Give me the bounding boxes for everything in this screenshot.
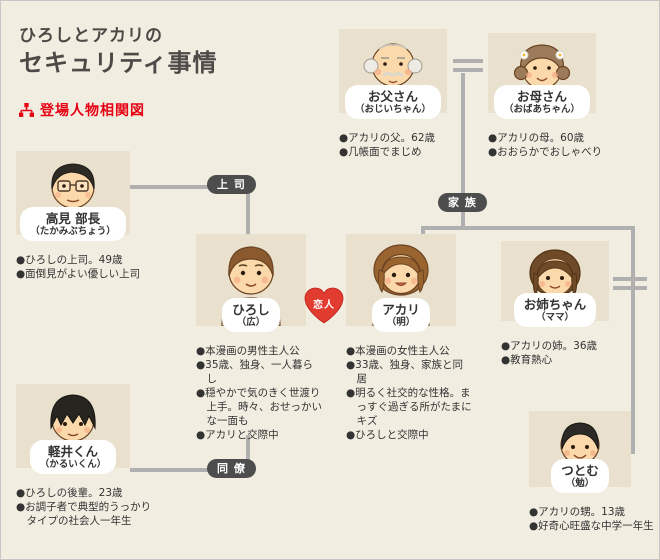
boss-connector-horizontal xyxy=(130,185,250,189)
description-line: ●お調子者で典型的うっかりタイプの社会人一年生 xyxy=(16,500,152,527)
akari-name-pill: アカリ （明） xyxy=(372,298,430,332)
character-akari: アカリ （明） ●本漫画の女性主人公 ●33歳、独身、家族と同居 ●明るく社交的… xyxy=(346,234,472,443)
karui-reading: （かるいくん） xyxy=(39,459,107,470)
description-line: ●穏やかで気のきく世渡り上手。時々、おせっかいな一面も xyxy=(196,386,322,427)
right-family-vertical xyxy=(631,226,635,454)
family-connector-horizontal xyxy=(421,226,635,230)
description-line: ●面倒見がよい優しい上司 xyxy=(16,267,141,280)
character-hiroshi: ひろし （広） ●本漫画の男性主人公 ●35歳、独身、一人暮らし ●穏やかで気の… xyxy=(196,234,322,443)
description-line: ●明るく社交的な性格。まっすぐ過ぎる所がたまにキズ xyxy=(346,386,472,427)
hiroshi-name-pill: ひろし （広） xyxy=(222,298,280,332)
takami-description: ●ひろしの上司。49歳 ●面倒見がよい優しい上司 xyxy=(16,254,150,282)
character-takami: 高見 部長 （たかみぶちょう） ●ひろしの上司。49歳 ●面倒見がよい優しい上司 xyxy=(16,151,150,282)
description-line: ●本漫画の女性主人公 xyxy=(346,344,450,357)
character-father: お父さん （おじいちゃん） ●アカリの父。62歳 ●几帳面でまじめ xyxy=(339,29,469,160)
mother-reading: （おばあちゃん） xyxy=(503,104,580,115)
akari-description: ●本漫画の女性主人公 ●33歳、独身、家族と同居 ●明るく社交的な性格。まっすぐ… xyxy=(346,345,472,443)
description-line: ●アカリの母。60歳 xyxy=(488,131,585,144)
sister-description: ●アカリの姉。36歳 ●教育熱心 xyxy=(501,340,629,368)
father-name: お父さん xyxy=(367,89,418,104)
colleague-connector-vertical xyxy=(246,435,250,471)
akari-reading: （明） xyxy=(386,317,416,328)
sister-marriage-bar-top xyxy=(613,277,647,281)
father-reading: （おじいちゃん） xyxy=(354,104,431,115)
sister-name-pill: お姉ちゃん （ママ） xyxy=(513,293,597,327)
karui-description: ●ひろしの後輩。23歳 ●お調子者で典型的うっかりタイプの社会人一年生 xyxy=(16,487,156,529)
sister-marriage-bar-bottom xyxy=(613,286,647,290)
section-label: 登場人物相関図 xyxy=(40,103,145,119)
takami-reading: （たかみぶちょう） xyxy=(30,226,116,237)
karui-name: 軽井くん xyxy=(47,444,98,459)
akari-family-drop xyxy=(421,227,425,236)
description-line: ●ひろしの後輩。23歳 xyxy=(16,486,123,499)
tsutomu-name: つとむ xyxy=(561,463,599,478)
mother-name: お母さん xyxy=(516,89,567,104)
tsutomu-avatar xyxy=(529,411,631,487)
takami-name: 高見 部長 xyxy=(45,211,101,226)
tsutomu-description: ●アカリの甥。13歳 ●好奇心旺盛な中学一年生 xyxy=(529,505,659,534)
mother-description: ●アカリの母。60歳 ●おおらかでおしゃべり xyxy=(488,132,618,160)
description-line: ●35歳、独身、一人暮らし xyxy=(196,358,314,385)
hiroshi-description: ●本漫画の男性主人公 ●35歳、独身、一人暮らし ●穏やかで気のきく世渡り上手。… xyxy=(196,345,322,443)
sister-name: お姉ちゃん xyxy=(523,297,587,312)
colleague-connector-horizontal xyxy=(130,468,250,472)
section-heading: 登場人物相関図 xyxy=(19,100,145,120)
description-line: ●おおらかでおしゃべり xyxy=(488,145,603,158)
takami-name-pill: 高見 部長 （たかみぶちょう） xyxy=(20,207,126,241)
karui-name-pill: 軽井くん （かるいくん） xyxy=(29,440,117,474)
description-line: ●ひろしと交際中 xyxy=(346,428,429,441)
father-name-pill: お父さん （おじいちゃん） xyxy=(344,85,441,119)
parents-marriage-bar-top xyxy=(453,59,483,63)
lovers-label: 恋人 xyxy=(313,300,335,311)
description-line: ●アカリの父。62歳 xyxy=(339,131,436,144)
heart-icon xyxy=(304,287,344,324)
tsutomu-name-pill: つとむ （勉） xyxy=(551,459,609,493)
tsutomu-reading: （勉） xyxy=(565,478,595,489)
description-line: ●33歳、独身、家族と同居 xyxy=(346,358,464,385)
description-line: ●本漫画の男性主人公 xyxy=(196,344,300,357)
relationship-badge-family: 家 族 xyxy=(438,193,487,212)
father-description: ●アカリの父。62歳 ●几帳面でまじめ xyxy=(339,132,469,160)
character-tsutomu: つとむ （勉） ●アカリの甥。13歳 ●好奇心旺盛な中学一年生 xyxy=(529,411,659,534)
page-title-line2: セキュリティ事情 xyxy=(19,49,218,77)
boss-connector-vertical xyxy=(246,185,250,234)
description-line: ●アカリの甥。13歳 xyxy=(529,505,626,518)
description-line: ●アカリの姉。36歳 xyxy=(501,339,598,352)
character-karui: 軽井くん （かるいくん） ●ひろしの後輩。23歳 ●お調子者で典型的うっかりタイ… xyxy=(16,384,156,529)
hiroshi-name: ひろし xyxy=(232,302,270,317)
description-line: ●ひろしの上司。49歳 xyxy=(16,253,123,266)
hiroshi-reading: （広） xyxy=(236,317,266,328)
relationship-badge-colleague: 同 僚 xyxy=(207,459,256,478)
lovers-heart-badge: 恋人 xyxy=(303,287,345,325)
description-line: ●几帳面でまじめ xyxy=(339,145,422,158)
page-title-line1: ひろしとアカリの xyxy=(19,26,163,46)
parents-marriage-bar-bottom xyxy=(453,68,483,72)
character-sister: お姉ちゃん （ママ） ●アカリの姉。36歳 ●教育熱心 xyxy=(501,241,629,368)
description-line: ●アカリと交際中 xyxy=(196,428,279,441)
character-mother: お母さん （おばあちゃん） ●アカリの母。60歳 ●おおらかでおしゃべり xyxy=(488,33,618,160)
org-chart-icon xyxy=(19,102,34,117)
relationship-badge-boss: 上 司 xyxy=(207,175,256,194)
tsutomu-connector xyxy=(627,450,635,454)
akari-name: アカリ xyxy=(382,302,420,317)
family-connector-vertical xyxy=(461,73,465,229)
description-line: ●好奇心旺盛な中学一年生 xyxy=(529,519,654,532)
description-line: ●教育熱心 xyxy=(501,353,553,366)
mother-name-pill: お母さん （おばあちゃん） xyxy=(493,85,590,119)
sister-reading: （ママ） xyxy=(535,312,574,323)
